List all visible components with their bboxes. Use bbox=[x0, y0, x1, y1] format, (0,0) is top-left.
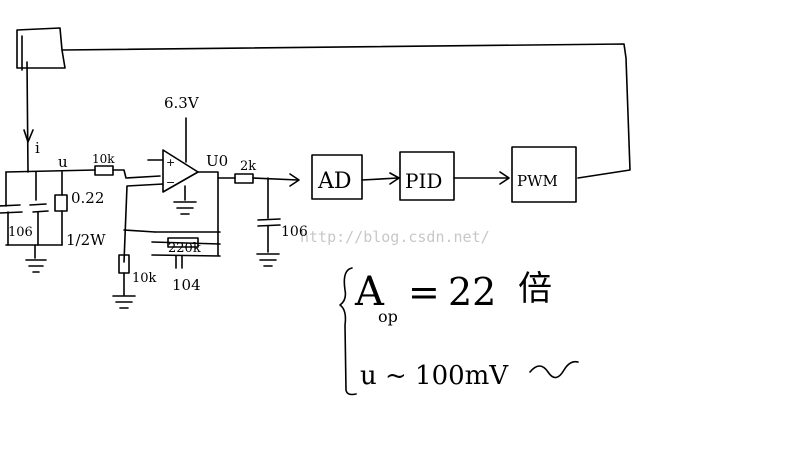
input-resistor bbox=[94, 165, 161, 179]
filter-resistor-label: 2k bbox=[240, 159, 256, 174]
shunt-resistor-label: 0.22 bbox=[71, 189, 104, 207]
input-capacitor-label: 106 bbox=[8, 225, 33, 240]
output-label: U0 bbox=[206, 152, 228, 170]
svg-text:−: − bbox=[166, 176, 175, 189]
feedback-wire bbox=[61, 43, 631, 179]
gain-equals: = bbox=[408, 270, 440, 314]
output-wire bbox=[197, 171, 236, 179]
shunt-power-label: 1/2W bbox=[66, 231, 106, 249]
watermark: http://blog.csdn.net/ bbox=[300, 228, 490, 246]
node-u-label: u bbox=[58, 153, 68, 171]
ground-symbol-left bbox=[25, 244, 47, 273]
pwm-block bbox=[511, 146, 577, 203]
signal-note: u ~ 100mV bbox=[360, 361, 509, 391]
shunt-branch bbox=[29, 171, 49, 246]
ad-block bbox=[311, 154, 363, 200]
input-resistor-label: 10k bbox=[92, 152, 115, 166]
filter-capacitor-label: 106 bbox=[281, 224, 308, 240]
source-block bbox=[16, 27, 66, 71]
pid-block-label: PID bbox=[405, 169, 442, 193]
input-rail bbox=[5, 169, 96, 173]
gain-value: 22 bbox=[448, 270, 496, 314]
shunt-resistor bbox=[54, 171, 68, 246]
op-amp: + − bbox=[147, 117, 199, 215]
filter-resistor bbox=[234, 173, 300, 187]
signal-wave bbox=[529, 360, 579, 379]
current-arrow bbox=[23, 129, 34, 143]
gain-subscript: op bbox=[378, 307, 398, 326]
feedback-resistor-label: 220k bbox=[168, 241, 201, 256]
feedback-network bbox=[123, 177, 221, 263]
feedback-capacitor-label: 104 bbox=[172, 276, 201, 294]
svg-text:+: + bbox=[166, 156, 175, 169]
feedback-capacitor bbox=[175, 255, 183, 269]
current-wire bbox=[26, 61, 29, 173]
notes-brace bbox=[339, 267, 357, 396]
filter-capacitor bbox=[256, 177, 281, 267]
ad-block-label: AD bbox=[317, 169, 352, 194]
pid-block bbox=[399, 151, 455, 201]
arrow-ad-pid bbox=[361, 172, 400, 185]
feedback-resistor bbox=[167, 237, 199, 248]
gain-symbol: A bbox=[354, 269, 385, 315]
current-label: i bbox=[35, 139, 40, 157]
ground-resistor bbox=[112, 254, 136, 309]
gain-unit: 倍 bbox=[518, 269, 552, 309]
pwm-block-label: PWM bbox=[517, 172, 558, 190]
input-capacitor bbox=[0, 171, 23, 246]
supply-label: 6.3V bbox=[164, 94, 200, 112]
ground-resistor-label: 10k bbox=[132, 271, 157, 286]
arrow-pid-pwm bbox=[453, 171, 510, 185]
